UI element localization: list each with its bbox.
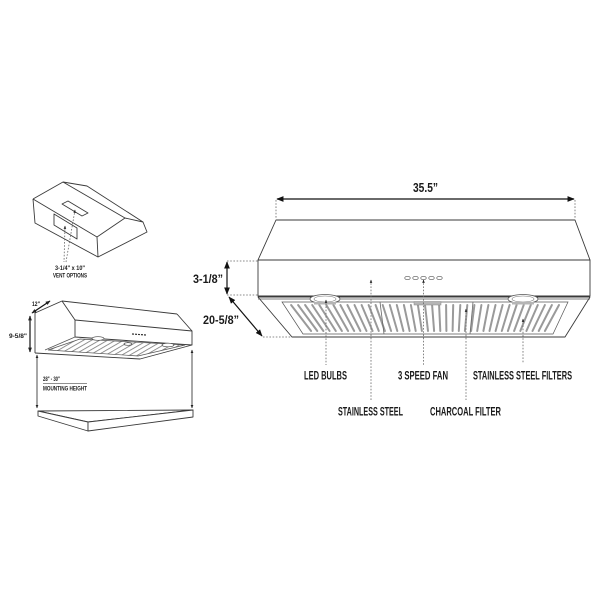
filter-slat xyxy=(431,304,436,332)
filter-slat xyxy=(519,304,532,332)
width-dimension-label: 35.5” xyxy=(413,180,438,195)
vent-leader-top xyxy=(65,209,76,263)
install-hood-controls xyxy=(131,333,147,336)
filter-slat xyxy=(360,304,374,332)
control-button-icon xyxy=(428,275,435,281)
install-depth-arrow xyxy=(31,300,51,314)
control-button-icon xyxy=(436,275,443,281)
callout-led-bulbs: LED BULBS xyxy=(304,369,347,383)
led-light-icon xyxy=(161,342,175,348)
height-dimension-label: 3-1/8” xyxy=(193,272,223,286)
filter-slat xyxy=(367,304,380,332)
filter-slat xyxy=(332,304,350,332)
filter-slat xyxy=(537,304,553,332)
filter-slat xyxy=(416,304,423,332)
filter-slat xyxy=(311,304,331,332)
filter-slat xyxy=(290,304,313,332)
filter-slat xyxy=(297,304,319,332)
vent-leader-rear xyxy=(63,225,67,263)
charcoal-filter-bracket xyxy=(413,301,442,306)
filter-slat xyxy=(543,304,560,332)
rear-vent-opening xyxy=(53,213,78,240)
filter-slat xyxy=(353,304,368,332)
filter-slat xyxy=(402,304,411,332)
filter-slat xyxy=(395,304,405,332)
top-vent-opening xyxy=(61,200,89,217)
filter-slat xyxy=(388,304,399,332)
filter-slat xyxy=(470,304,476,332)
filter-slat xyxy=(494,304,504,332)
control-button-icon xyxy=(412,275,419,281)
vent-options-label: VENT OPTIONS xyxy=(53,273,87,280)
depth-dimension-label: 20-5/8” xyxy=(203,313,239,327)
filter-divider xyxy=(379,301,385,335)
filter-slat xyxy=(488,304,497,332)
filter-slat xyxy=(500,304,511,332)
callout-3-speed-fan: 3 SPEED FAN xyxy=(398,369,448,383)
led-light-icon xyxy=(123,342,133,346)
countertop xyxy=(37,409,194,432)
led-light-icon xyxy=(91,336,105,341)
hood-upper-body xyxy=(257,219,591,261)
filter-divider xyxy=(469,301,474,335)
filter-slat xyxy=(339,304,356,332)
hood-front-panel xyxy=(257,259,591,297)
depth-dimension-arrow xyxy=(228,296,263,337)
led-light-left xyxy=(309,294,341,305)
filter-slat xyxy=(424,304,429,332)
led-light-right xyxy=(507,294,539,305)
filter-slat xyxy=(451,304,455,332)
install-view: 12" 9-5/8" 28" - 30" MOUNTING HEIGHT xyxy=(9,300,194,432)
install-hood-filter xyxy=(47,338,186,357)
filter-slat xyxy=(506,304,518,332)
filter-slat xyxy=(476,304,483,332)
vent-options-view: 3-1/4" x 10" VENT OPTIONS xyxy=(32,181,148,280)
filter-slats xyxy=(290,304,560,332)
filter-slat xyxy=(513,304,525,332)
control-button-icon xyxy=(420,275,427,281)
main-hood-view: 35.5” xyxy=(193,180,591,419)
filter-slat xyxy=(531,304,546,332)
filter-slat xyxy=(346,304,362,332)
install-depth-label: 12" xyxy=(32,301,40,308)
callout-stainless-steel: STAINLESS STEEL xyxy=(338,405,403,419)
filter-slat xyxy=(304,304,325,332)
filter-slat xyxy=(381,304,393,332)
control-buttons xyxy=(404,275,443,281)
vent-box-outline xyxy=(32,181,148,258)
control-button-icon xyxy=(404,275,411,281)
filter-slat xyxy=(438,304,442,332)
filter-slat xyxy=(325,304,343,332)
mounting-range-label: 28" - 30" xyxy=(43,377,60,383)
filter-slat xyxy=(409,304,417,332)
callout-stainless-steel-filters: STAINLESS STEEL FILTERS xyxy=(473,369,572,383)
mounting-height-label: MOUNTING HEIGHT xyxy=(43,387,87,393)
filter-slat xyxy=(525,304,539,332)
callout-charcoal-filter: CHARCOAL FILTER xyxy=(430,405,501,419)
filter-slat xyxy=(457,304,462,332)
filter-slat xyxy=(318,304,337,332)
vent-size-label: 3-1/4" x 10" xyxy=(55,265,85,272)
install-hood-lights xyxy=(91,336,175,348)
install-height-label: 9-5/8" xyxy=(9,333,27,340)
filter-slat xyxy=(482,304,490,332)
